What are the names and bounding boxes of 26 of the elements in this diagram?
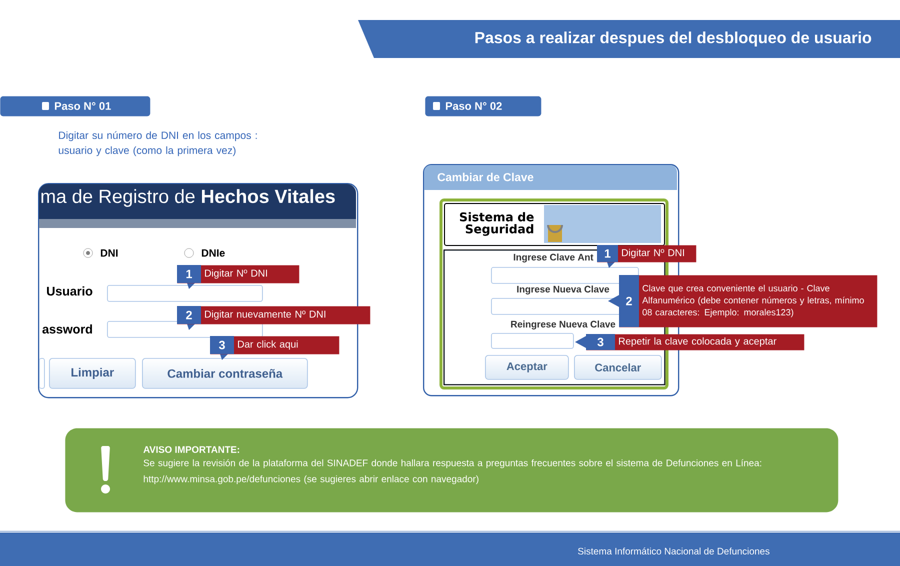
callout: 1 Digitar Nº DNI: [597, 245, 696, 268]
text-label: Usuario: [47, 286, 92, 296]
callout: 3 Dar click aqui: [210, 336, 340, 360]
text-label: DNIe: [202, 249, 225, 257]
instruction-text: Digitar su número de DNI en los campos : usuario y clave (como la primera vez): [58, 131, 257, 156]
callout: 1 Digitar Nº DNI: [177, 265, 300, 289]
button: [39, 358, 45, 389]
text-label: Sistema Informático Nacional de Defunciones: [578, 547, 770, 555]
text-label: Ingrese Nueva Clave: [517, 286, 610, 294]
title-band: Pasos a realizar despues del desbloqueo de usuario: [358, 20, 900, 58]
input-field: [107, 285, 263, 302]
input-field: [491, 298, 621, 315]
step-tab: Paso N° 02: [425, 96, 542, 116]
callout: 3 Repetir la clave colocada y aceptar: [575, 334, 804, 350]
button: Cambiar contraseña: [142, 358, 308, 389]
step-tab: Paso N° 01: [0, 96, 150, 116]
callout: 2 Digitar nuevamente Nº DNI: [177, 306, 370, 330]
button: Cancelar: [574, 355, 662, 380]
button: Limpiar: [49, 358, 136, 389]
notice-box: AVISO IMPORTANTE: Se sugiere la revisión de la plataforma del SINADEF donde hallara respuesta a preguntas frecuentes sobre el sistema de Defunciones en Línea: http://www.minsa.gob.pe/defunciones (se sugieres abrir enlace con navegador): [65, 428, 838, 512]
text-label: assword: [42, 324, 92, 334]
input-field: [491, 267, 639, 284]
text-label: Ingrese Clave Ant: [514, 254, 594, 262]
text-label: DNI: [100, 249, 118, 257]
button: Aceptar: [485, 355, 569, 380]
input-field: [491, 333, 574, 349]
